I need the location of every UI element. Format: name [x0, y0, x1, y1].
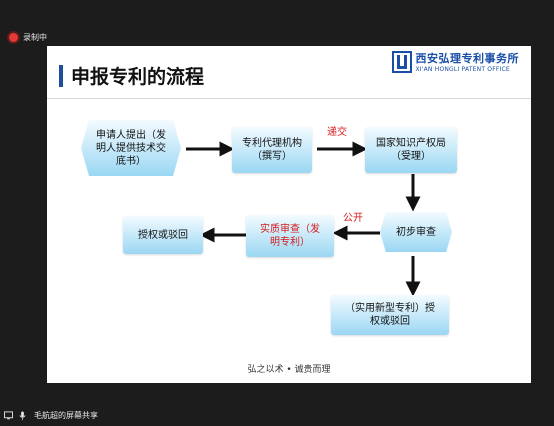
shared-slide: 申报专利的流程 西安弘理专利事务所 XI'AN HONGLI PATENT OF… [47, 46, 531, 383]
screen-share-label: 毛航超的屏幕共享 [34, 410, 98, 420]
slide-title: 申报专利的流程 [71, 66, 205, 88]
slide-title-area: 申报专利的流程 [59, 62, 204, 89]
flow-arrows [186, 141, 421, 297]
node-prelim: 初步审查 [380, 212, 452, 252]
meeting-top-bar: 录制中 [0, 0, 554, 46]
recording-label: 录制中 [23, 32, 47, 42]
recording-indicator[interactable]: 录制中 [9, 30, 47, 44]
microphone-icon[interactable] [18, 410, 27, 420]
node-applicant: 申请人提出（发明人提供技术交底书） [81, 120, 181, 176]
node-agency: 专利代理机构（撰写） [232, 127, 312, 173]
node-substantive: 实质审查（发明专利） [246, 215, 334, 257]
screen-share-icon[interactable] [4, 410, 13, 420]
record-icon [9, 32, 18, 42]
slide-footer: 弘之以术 • 诚贵而理 [247, 365, 331, 375]
logo-name-cn: 西安弘理专利事务所 [415, 52, 519, 65]
title-accent-bar [59, 64, 63, 87]
title-divider [47, 98, 531, 99]
node-grant-or-reject: 授权或驳回 [123, 216, 203, 254]
logo-mark-icon [391, 50, 412, 73]
logo-name-en: XI'AN HONGLI PATENT OFFICE [415, 66, 510, 73]
company-logo: 西安弘理专利事务所 XI'AN HONGLI PATENT OFFICE [391, 50, 520, 73]
label-submit: 递交 [327, 127, 347, 138]
label-publish: 公开 [343, 213, 363, 224]
node-ipo: 国家知识产权局（受理） [365, 127, 457, 173]
node-utility-grant: （实用新型专利）授权或驳回 [331, 295, 449, 335]
screen-share-bar: 毛航超的屏幕共享 [0, 404, 554, 426]
